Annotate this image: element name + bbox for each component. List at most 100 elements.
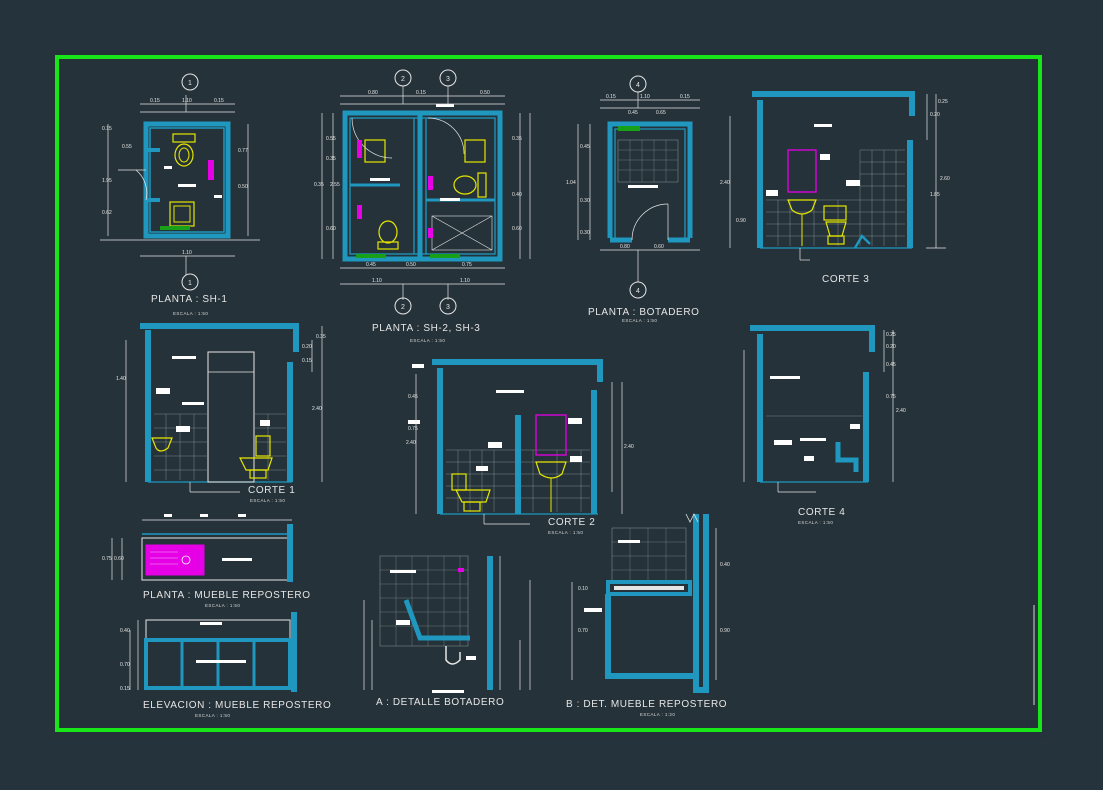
dimension-value: 0.50 bbox=[238, 184, 248, 190]
dimension-value: 0.15 bbox=[120, 686, 130, 692]
dimension-value: 0.62 bbox=[102, 210, 112, 216]
dimension-value: 0.35 bbox=[512, 136, 522, 142]
dimension-value: 0.60 bbox=[114, 556, 124, 562]
dimension-value: 1.04 bbox=[566, 180, 576, 186]
sink-icon bbox=[364, 139, 486, 163]
axis-marker-label: 4 bbox=[636, 82, 640, 89]
title-corte-2: CORTE 2 bbox=[548, 517, 596, 528]
dimension-value: 0.60 bbox=[326, 226, 336, 232]
axis-marker-icon: 4 bbox=[629, 75, 647, 93]
title-corte-4: CORTE 4 bbox=[798, 507, 846, 518]
axis-marker-icon: 3 bbox=[439, 69, 457, 87]
scale-bar bbox=[432, 690, 464, 693]
dimension-value: 0.30 bbox=[580, 198, 590, 204]
dimension-value: 0.25 bbox=[886, 332, 896, 338]
sink-icon bbox=[535, 461, 567, 512]
dimension-value: 0.20 bbox=[302, 344, 312, 350]
dimension-value: 0.40 bbox=[720, 562, 730, 568]
dimension-value: 0.75 bbox=[102, 556, 112, 562]
dimension-value: 2.40 bbox=[312, 406, 322, 412]
dimension-value: 1.40 bbox=[116, 376, 126, 382]
dimension-value: 0.15 bbox=[416, 90, 426, 96]
dimension-value: 0.15 bbox=[214, 98, 224, 104]
dimension-value: 0.50 bbox=[406, 262, 416, 268]
scale-elevacion-mueble: ESCALA : 1:50 bbox=[195, 713, 231, 718]
dimension-value: 0.15 bbox=[680, 94, 690, 100]
dimension-value: 2.55 bbox=[330, 182, 340, 188]
dimension-value: 1.10 bbox=[640, 94, 650, 100]
corte-1-drawing bbox=[125, 323, 323, 493]
elevacion-mueble-drawing bbox=[129, 612, 297, 692]
axis-marker-icon: 1 bbox=[181, 73, 199, 91]
dimension-value: 0.90 bbox=[720, 628, 730, 634]
dimension-value: 0.80 bbox=[620, 244, 630, 250]
dimension-value: 0.75 bbox=[408, 426, 418, 432]
sink-icon bbox=[151, 437, 173, 452]
planta-sh1-drawing bbox=[100, 95, 260, 275]
scale-planta-mueble: ESCALA : 1:50 bbox=[205, 603, 241, 608]
axis-marker-icon: 2 bbox=[394, 69, 412, 87]
dimension-value: 0.90 bbox=[736, 218, 746, 224]
axis-marker-icon: 1 bbox=[181, 273, 199, 291]
dimension-value: 0.65 bbox=[656, 110, 666, 116]
dimension-value: 0.70 bbox=[120, 662, 130, 668]
dimension-value: 0.45 bbox=[580, 144, 590, 150]
axis-marker-label: 3 bbox=[446, 76, 450, 83]
title-det-mueble: B : DET. MUEBLE REPOSTERO bbox=[566, 699, 728, 710]
dimension-value: 1.10 bbox=[372, 278, 382, 284]
axis-marker-icon: 2 bbox=[394, 297, 412, 315]
title-detalle-botadero: A : DETALLE BOTADERO bbox=[376, 697, 505, 708]
dimension-value: 0.77 bbox=[238, 148, 248, 154]
dimension-value: 0.40 bbox=[120, 628, 130, 634]
dimension-value: 1.10 bbox=[182, 250, 192, 256]
title-elevacion-mueble: ELEVACION : MUEBLE REPOSTERO bbox=[143, 700, 332, 711]
dimension-value: 0.20 bbox=[886, 344, 896, 350]
title-corte-3: CORTE 3 bbox=[822, 274, 870, 285]
dimension-value: 0.35 bbox=[326, 156, 336, 162]
dimension-value: 0.10 bbox=[578, 586, 588, 592]
sheet-border bbox=[55, 55, 1042, 732]
axis-marker-label: 1 bbox=[188, 80, 192, 87]
det-mueble-drawing bbox=[571, 513, 717, 693]
dimension-value: 0.20 bbox=[930, 112, 940, 118]
scale-planta-sh1: ESCALA : 1:50 bbox=[173, 311, 209, 316]
dimension-value: 1.95 bbox=[102, 178, 112, 184]
scale-corte-1: ESCALA : 1:50 bbox=[250, 498, 286, 503]
dimension-value: 0.80 bbox=[368, 90, 378, 96]
dimension-value: 0.45 bbox=[628, 110, 638, 116]
axis-marker-label: 1 bbox=[188, 280, 192, 287]
dimension-value: 0.60 bbox=[654, 244, 664, 250]
dimension-value: 0.40 bbox=[512, 192, 522, 198]
dimension-value: 0.60 bbox=[512, 226, 522, 232]
scale-planta-botadero: ESCALA : 1:50 bbox=[622, 318, 658, 323]
corte-4-drawing bbox=[743, 325, 894, 493]
scale-det-mueble: ESCALA : 1:20 bbox=[640, 712, 676, 717]
dimension-value: 2.40 bbox=[624, 444, 634, 450]
scale-corte-2: ESCALA : 1:50 bbox=[548, 530, 584, 535]
detalle-botadero-drawing bbox=[363, 555, 531, 693]
title-planta-botadero: PLANTA : BOTADERO bbox=[588, 307, 700, 318]
title-corte-1: CORTE 1 bbox=[248, 485, 296, 496]
toilet-icon bbox=[451, 473, 491, 512]
dimension-value: 1.10 bbox=[182, 98, 192, 104]
planta-botadero-drawing bbox=[577, 92, 700, 282]
planta-sh2-sh3-drawing bbox=[321, 86, 531, 300]
dimension-value: 0.35 bbox=[316, 334, 326, 340]
dimension-value: 2.60 bbox=[940, 176, 950, 182]
axis-marker-label: 3 bbox=[446, 304, 450, 311]
corte-2-drawing bbox=[408, 359, 623, 525]
dimension-value: 0.45 bbox=[366, 262, 376, 268]
dimension-value: 0.35 bbox=[314, 182, 324, 188]
dimension-value: 0.15 bbox=[302, 358, 312, 364]
dimension-value: 0.70 bbox=[578, 628, 588, 634]
corte-3-drawing bbox=[729, 91, 946, 261]
toilet-icon bbox=[377, 172, 487, 250]
dimension-value: 0.45 bbox=[408, 394, 418, 400]
title-planta-sh2-sh3: PLANTA : SH-2, SH-3 bbox=[372, 323, 481, 334]
dimension-value: 0.45 bbox=[886, 362, 896, 368]
axis-marker-label: 2 bbox=[401, 76, 405, 83]
